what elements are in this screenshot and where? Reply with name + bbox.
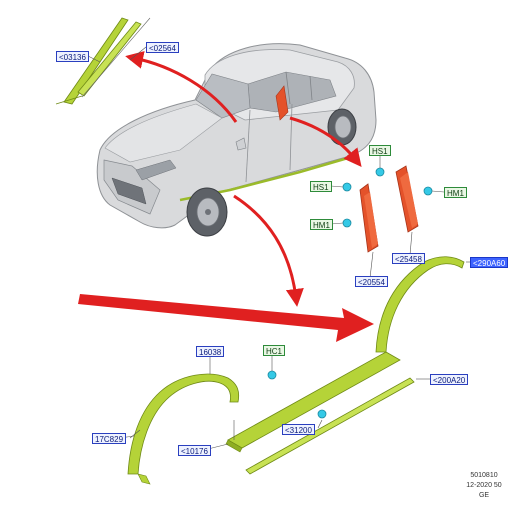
label-hm1-right: HM1: [444, 187, 467, 198]
clip-hs1-left-icon: [342, 182, 352, 192]
label-03136: <03136: [56, 51, 89, 62]
label-31200: <31200: [282, 424, 315, 435]
clip-hc1-icon: [267, 370, 277, 380]
rocker-panel-moulding: [225, 351, 401, 453]
label-hc1: HC1: [263, 345, 286, 356]
label-10176: <10176: [178, 445, 211, 456]
pillar-appliques: [359, 165, 419, 279]
arrow-to-mouldings-icon: [233, 194, 304, 307]
arrow-to-roof-trim-icon: [125, 51, 238, 123]
clip-hm1-right-icon: [423, 186, 433, 196]
label-290a60: <290A60: [470, 257, 509, 268]
clips: [267, 156, 445, 419]
lower-rocker-strip: [245, 377, 430, 475]
footer-region: GE: [478, 492, 490, 499]
big-arrow-icon: [78, 294, 374, 342]
clip-hs1-top-icon: [375, 167, 385, 177]
label-hs1-top: HS1: [369, 145, 391, 156]
label-20554: <20554: [355, 276, 388, 287]
label-02564: <02564: [146, 42, 179, 53]
callout-arrows: [78, 51, 374, 342]
label-17c829: 17C829: [92, 433, 127, 444]
label-200a20: <200A20: [430, 374, 469, 385]
label-hm1-left: HM1: [310, 219, 333, 230]
footer-date: 12-2020 50: [466, 482, 502, 489]
rear-wheel-arch-moulding: [375, 256, 470, 353]
rear-wheel-icon: [327, 108, 357, 146]
arrow-to-appliques-icon: [289, 116, 362, 168]
pillar-applique-on-car: [275, 85, 289, 121]
front-wheel-icon: [186, 187, 228, 237]
front-wheel-arch-moulding: [127, 356, 240, 485]
footer-code: 5010810: [470, 472, 498, 479]
label-hs1-left: HS1: [310, 181, 332, 192]
clip-hm1-left-icon: [342, 218, 352, 228]
car-illustration: [96, 43, 377, 237]
roof-trim-strip: [55, 17, 151, 105]
label-25458: <25458: [392, 253, 425, 264]
label-16038: 16038: [196, 346, 225, 357]
clip-31200-icon: [317, 409, 327, 419]
